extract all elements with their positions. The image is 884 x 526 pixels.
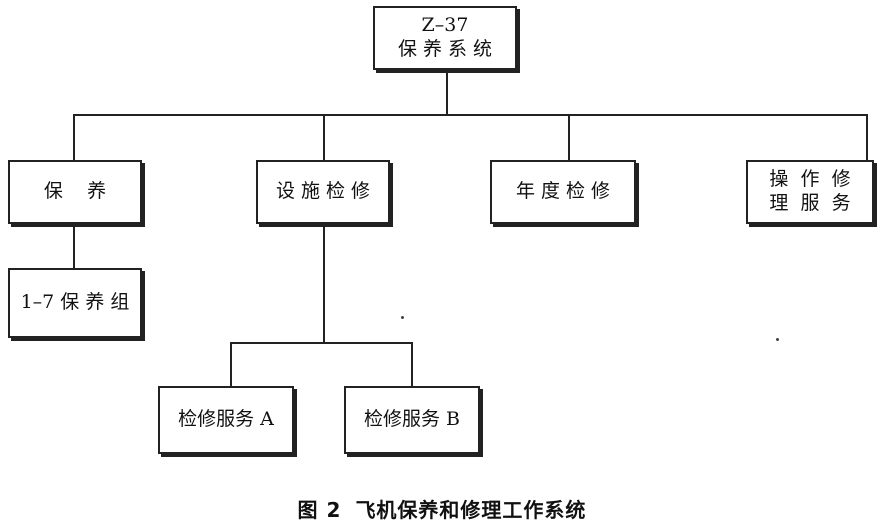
node-service-b-label: 检修服务 B <box>363 408 460 431</box>
node-operations-repair: 操 作 修 理 服 务 <box>746 160 874 224</box>
connector-annual <box>568 114 570 162</box>
connector-service-a <box>230 342 232 388</box>
scan-speck <box>401 316 404 319</box>
node-operations-repair-line1: 操 作 修 <box>769 168 851 191</box>
node-facility-overhaul: 设 施 检 修 <box>256 160 390 224</box>
connector-service-b <box>411 342 413 388</box>
connector-operations <box>866 114 868 160</box>
node-maintenance: 保 养 <box>8 160 142 224</box>
node-service-b: 检修服务 B <box>344 386 480 454</box>
connector-maintenance-child <box>73 225 75 270</box>
node-maintenance-group: 1–7 保 养 组 <box>8 268 142 338</box>
root-node: Z–37 保 养 系 统 <box>373 6 517 70</box>
node-annual-overhaul-label: 年 度 检 修 <box>515 180 611 203</box>
connector-level1-bar <box>73 114 867 116</box>
node-maintenance-group-label: 1–7 保 养 组 <box>20 291 130 314</box>
figure-number: 图 2 <box>297 498 342 522</box>
connector-maintenance <box>73 114 75 162</box>
root-node-title: 保 养 系 统 <box>397 38 493 60</box>
figure-title: 飞机保养和修理工作系统 <box>355 498 587 522</box>
scan-speck <box>776 338 779 341</box>
node-facility-overhaul-label: 设 施 检 修 <box>275 180 371 203</box>
connector-facility-down <box>323 225 325 343</box>
node-operations-repair-line2: 理 服 务 <box>769 192 851 214</box>
node-annual-overhaul: 年 度 检 修 <box>490 160 636 224</box>
node-service-a: 检修服务 A <box>158 386 294 454</box>
node-maintenance-label: 保 养 <box>43 180 107 203</box>
connector-root-down <box>446 72 448 114</box>
node-service-a-label: 检修服务 A <box>178 408 274 431</box>
connector-facility-bar <box>230 342 413 344</box>
connector-facility <box>323 114 325 162</box>
figure-caption: 图 2 飞机保养和修理工作系统 <box>0 494 884 523</box>
root-node-code: Z–37 <box>421 14 469 37</box>
